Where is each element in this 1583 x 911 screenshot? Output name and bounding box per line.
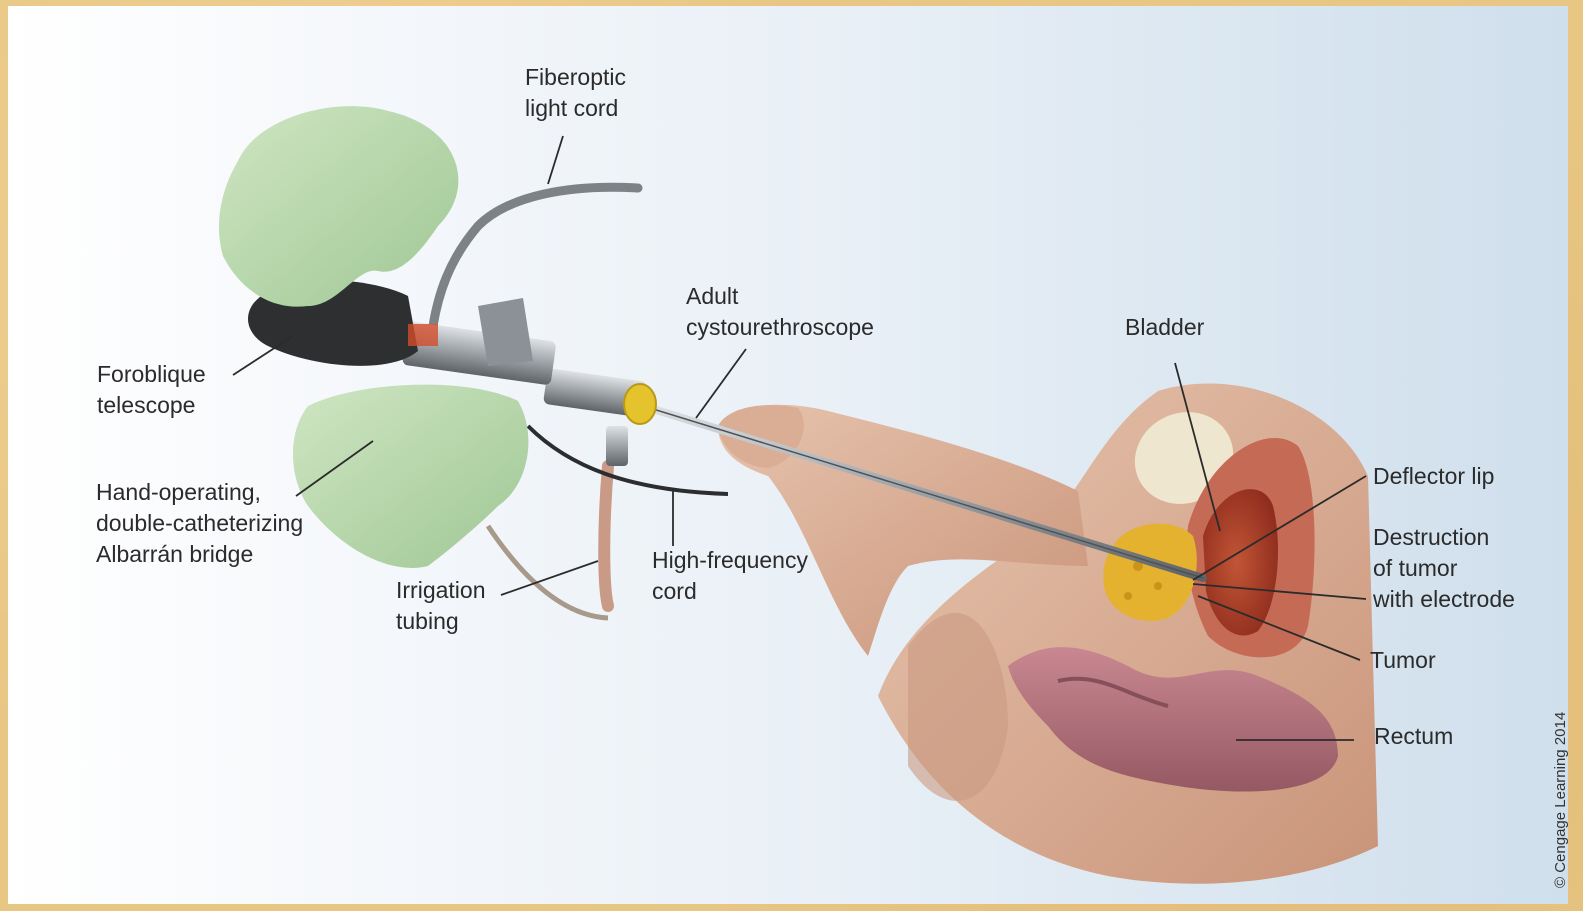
copyright-credit: © Cengage Learning 2014 <box>1552 712 1569 888</box>
leader-fiberoptic <box>548 136 563 184</box>
label-foroblique: Foroblique telescope <box>97 359 206 421</box>
label-rectum: Rectum <box>1374 721 1453 752</box>
leader-adult <box>696 349 746 418</box>
label-fiberoptic: Fiberoptic light cord <box>525 62 626 124</box>
label-bladder: Bladder <box>1125 312 1204 343</box>
label-destruction: Destruction of tumor with electrode <box>1373 522 1515 615</box>
label-high-frequency: High-frequency cord <box>652 545 808 607</box>
illustration <box>8 6 1568 904</box>
label-hand-operating: Hand-operating, double-catheterizing Alb… <box>96 477 303 570</box>
label-irrigation: Irrigation tubing <box>396 575 485 637</box>
illustration-panel <box>8 6 1568 904</box>
label-tumor: Tumor <box>1370 645 1436 676</box>
label-deflector-lip: Deflector lip <box>1373 461 1494 492</box>
label-adult-cystourethroscope: Adult cystourethroscope <box>686 281 874 343</box>
